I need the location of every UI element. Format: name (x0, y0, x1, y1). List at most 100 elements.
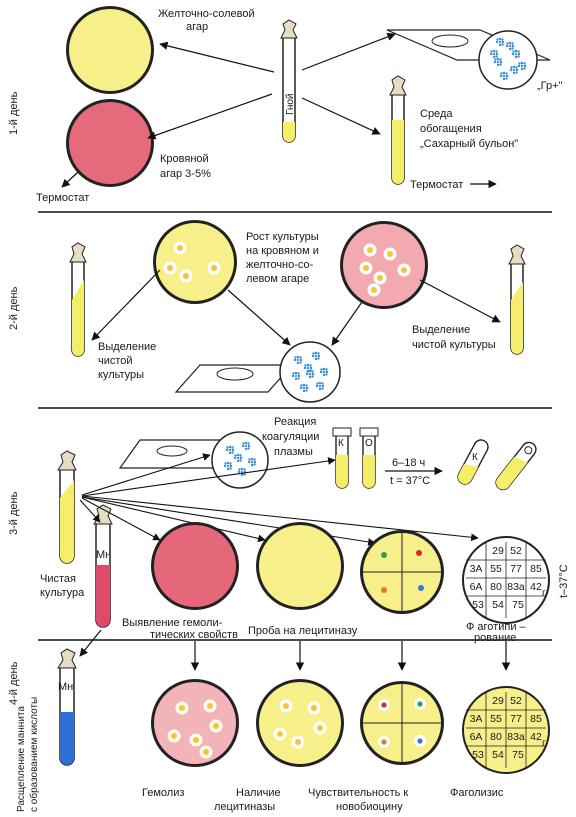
coccus (304, 364, 307, 367)
phage-type-cell: 77 (510, 713, 522, 725)
day-label-4: 4-й день (8, 661, 20, 705)
colony (167, 265, 173, 271)
coccus (514, 52, 518, 56)
arrow-pc-to-phage (81, 495, 479, 542)
coccus (512, 71, 516, 75)
coccus (247, 442, 250, 445)
phage-type-cell: 42 (530, 581, 542, 593)
pus-tube (280, 19, 298, 143)
coccus (510, 66, 513, 69)
coccus (505, 74, 509, 78)
coccus (508, 47, 512, 51)
lecithinase-presence-label-2: лецитиназы (214, 801, 275, 813)
coccus (229, 467, 232, 470)
coccus (300, 384, 303, 387)
isolation-tube-right (508, 244, 526, 355)
coccus (311, 354, 315, 358)
colony (179, 705, 185, 711)
coccus (495, 50, 498, 53)
coccus (312, 352, 315, 355)
arrow-pus-to-slide (301, 32, 396, 71)
coccus (492, 49, 496, 53)
coccus (318, 384, 322, 388)
coccus (311, 370, 314, 373)
isolation-left-label: Выделение (98, 341, 156, 353)
coccus (523, 62, 526, 65)
coccus (296, 358, 300, 362)
coccus (505, 72, 508, 75)
coccus (247, 460, 251, 464)
coccus (321, 384, 325, 388)
day-label-3: 3-й день (8, 491, 20, 535)
coccus (502, 77, 506, 81)
coccus (238, 468, 241, 471)
phage-type-cell: 54 (492, 749, 504, 761)
phage-type-cell: 83a (507, 731, 525, 743)
coccus (325, 368, 328, 371)
enrichment-tube (389, 75, 407, 185)
phage-type-cell: 77 (510, 563, 522, 575)
phage-type-cell: 3A (470, 713, 483, 725)
coccus (244, 447, 248, 451)
phage-type-cell: 80 (490, 581, 502, 593)
coccus (248, 458, 251, 461)
coccus (226, 461, 230, 465)
culture-growth-label-4: левом агаре (246, 273, 309, 285)
thermostat-right-label: Термостат (410, 179, 463, 191)
arrow-yellow-to-micro (227, 289, 291, 346)
phage-type-cell: 53 (472, 599, 484, 611)
phage-type-cell: 3A (470, 563, 483, 575)
phage-type-cell: 55 (490, 713, 502, 725)
coccus (303, 366, 307, 370)
coccus (501, 43, 504, 46)
novobiocin-sensitivity-dish (360, 681, 444, 765)
enrichment-medium-label-3: „Сахарный бульон" (420, 138, 518, 150)
coccus (319, 370, 323, 374)
coccus (299, 386, 303, 390)
phagotyping-label-2: рование (474, 632, 516, 644)
coccus (325, 370, 329, 374)
arrow-pus-to-blood (147, 93, 273, 140)
blood-agar-label-2: агар 3-5% (160, 168, 211, 180)
pus-label: Гной (285, 93, 296, 115)
coccus (239, 454, 242, 457)
coagulation-label-2: коагуляции (262, 431, 319, 443)
coccus (309, 369, 312, 372)
coccus (309, 364, 312, 367)
hemolysis-label: Гемолиз (142, 787, 184, 799)
coccus (253, 460, 257, 464)
blood-agar-dish-colonies (340, 221, 428, 309)
colony (387, 251, 393, 257)
colony (213, 723, 219, 729)
coccus (517, 55, 520, 58)
incubation-time-label: 6–18 ч (392, 457, 425, 469)
phage-type-cell: 75 (512, 749, 524, 761)
arrow-mn-to-day4 (79, 629, 102, 657)
coccus (243, 473, 246, 476)
coccus (253, 463, 256, 466)
coccus (294, 356, 297, 359)
coccus (499, 58, 502, 61)
coccus (247, 447, 250, 450)
coccus (511, 52, 515, 56)
coccus (501, 38, 504, 41)
coccus (517, 50, 520, 53)
hemolytic-dish-day3 (151, 522, 239, 610)
culture-growth-label: Рост культуры (246, 231, 319, 243)
phage-type-cell: 83a (507, 581, 525, 593)
colony (363, 265, 369, 271)
colony (183, 273, 189, 279)
coccus (291, 374, 295, 378)
coccus (515, 68, 519, 72)
phage-g-label: г (542, 588, 546, 599)
coccus (228, 445, 232, 449)
colony (401, 267, 407, 273)
coccus (293, 358, 297, 362)
colony (171, 733, 177, 739)
coccus (320, 368, 323, 371)
coccus (236, 453, 240, 457)
coccus (499, 60, 503, 64)
coccus (494, 58, 497, 61)
